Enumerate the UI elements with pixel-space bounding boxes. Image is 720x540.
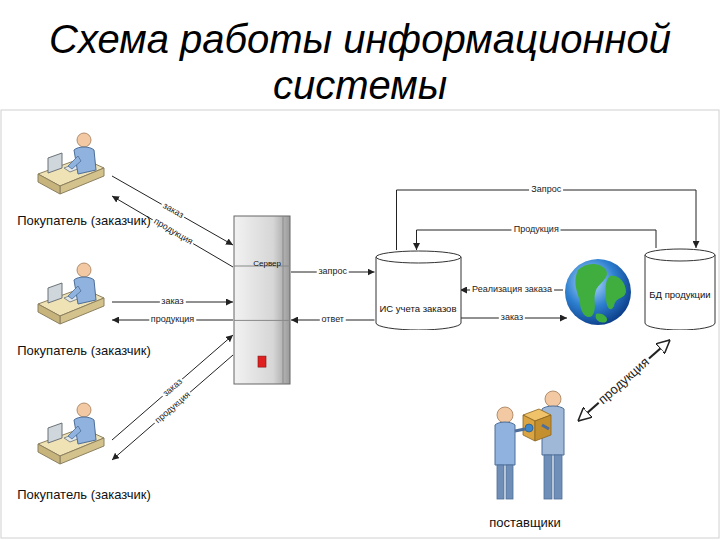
node-label: ИС учета заказов [380, 303, 457, 314]
node-label: БД продукции [649, 289, 710, 300]
customer-icon [34, 128, 106, 200]
suppliers-icon [475, 385, 575, 503]
edge-label: продукция [149, 315, 196, 325]
node-caption: Покупатель (заказчик) [17, 487, 151, 502]
picture-frame [1, 110, 719, 538]
customer-node: Покупатель (заказчик) [4, 398, 164, 502]
node-label: Сервер [253, 259, 281, 268]
edge-label: Продукция [512, 225, 561, 235]
edge-label: продукция [594, 353, 654, 408]
connector [112, 196, 233, 267]
connector [578, 340, 670, 421]
arrow-label: Реализация заказа [470, 285, 554, 295]
edge-label: заказ [159, 200, 187, 222]
database-node: БД продукции [644, 248, 716, 330]
edge-label: запрос [316, 267, 349, 277]
customer-node: Покупатель (заказчик) [4, 128, 164, 228]
connector [397, 190, 697, 250]
node-caption: поставщики [489, 515, 561, 530]
server-node: Сервер [233, 215, 291, 385]
edge-label: ответ [320, 315, 346, 325]
server-tower [233, 215, 291, 385]
arrow-label: заказ [499, 313, 525, 323]
edge-label: заказ [159, 297, 185, 307]
diagram-title: Схема работы информационной системы [30, 16, 690, 108]
database-cylinder [375, 250, 462, 330]
customer-icon [34, 398, 106, 470]
suppliers-node: поставщики [470, 385, 580, 530]
globe-icon [565, 259, 631, 325]
edge-label: Запрос [529, 185, 563, 195]
customer-node: Покупатель (заказчик) [4, 258, 164, 358]
node-caption: Покупатель (заказчик) [17, 213, 151, 228]
node-caption: Покупатель (заказчик) [17, 343, 151, 358]
customer-icon [34, 258, 106, 330]
database-node: ИС учета заказов [375, 250, 462, 330]
connector [112, 355, 233, 460]
